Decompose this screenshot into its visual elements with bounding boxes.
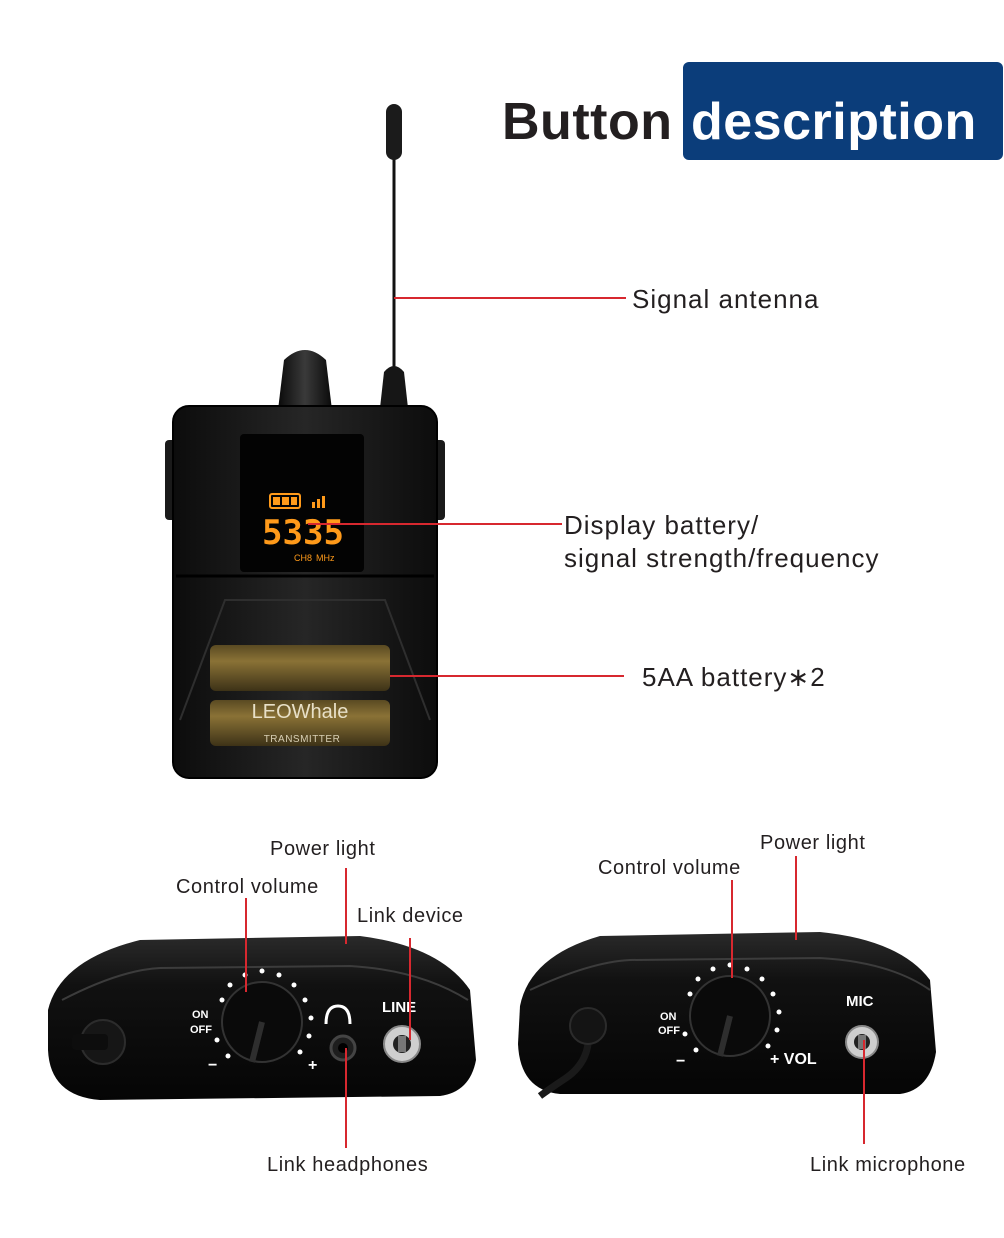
right-panel-off: OFF: [658, 1025, 680, 1037]
callout-display-line1: Display battery/: [564, 510, 760, 540]
brand-logo: LEOWhale: [252, 701, 349, 723]
left-link-headphones-label: Link headphones: [267, 1154, 429, 1176]
display-channel: CH8: [294, 553, 312, 563]
battery-level-icon: [269, 493, 301, 509]
right-link-microphone-label: Link microphone: [810, 1154, 966, 1176]
headphones-icon: [324, 1004, 352, 1025]
receiver-left-unit: ON OFF − + LINE: [48, 936, 476, 1100]
title-word-description: description: [691, 93, 977, 151]
model-label: TRANSMITTER: [264, 734, 341, 745]
callout-battery: 5AA battery∗2: [642, 662, 826, 692]
antenna-icon: [380, 104, 408, 408]
left-panel-plus: +: [308, 1057, 317, 1074]
battery-icon: [210, 645, 390, 691]
title-highlight-box: description: [683, 62, 1003, 160]
right-panel-minus: −: [676, 1053, 685, 1070]
left-panel-minus: −: [208, 1057, 217, 1074]
callout-signal-antenna: Signal antenna: [632, 284, 820, 314]
display-screen: 5335 CH8 MHz: [262, 493, 344, 563]
display-frequency: 5335: [262, 513, 344, 553]
right-panel-vol: + VOL: [770, 1051, 817, 1068]
callout-display-line2: signal strength/frequency: [564, 543, 880, 573]
left-power-light-label: Power light: [270, 838, 376, 860]
display-unit: MHz: [316, 553, 335, 563]
callout-lines-top: [308, 297, 626, 677]
right-panel-mic: MIC: [846, 993, 874, 1010]
right-power-light-label: Power light: [760, 832, 866, 854]
callout-lines-bottom: [245, 856, 865, 1148]
top-knob-icon: [278, 350, 332, 410]
left-panel-off: OFF: [190, 1024, 212, 1036]
left-panel-line: LINE: [382, 999, 416, 1016]
battery-icon: [210, 700, 390, 746]
title-word-button: Button: [502, 93, 673, 151]
signal-strength-icon: [312, 496, 325, 508]
left-link-device-label: Link device: [357, 905, 464, 927]
right-control-volume-label: Control volume: [598, 857, 741, 879]
left-panel-on: ON: [192, 1009, 209, 1021]
battery-compartment: LEOWhale TRANSMITTER: [210, 645, 390, 746]
receiver-right-unit: ON OFF − + VOL MIC: [518, 932, 936, 1099]
left-control-volume-label: Control volume: [176, 876, 319, 898]
right-panel-on: ON: [660, 1011, 677, 1023]
